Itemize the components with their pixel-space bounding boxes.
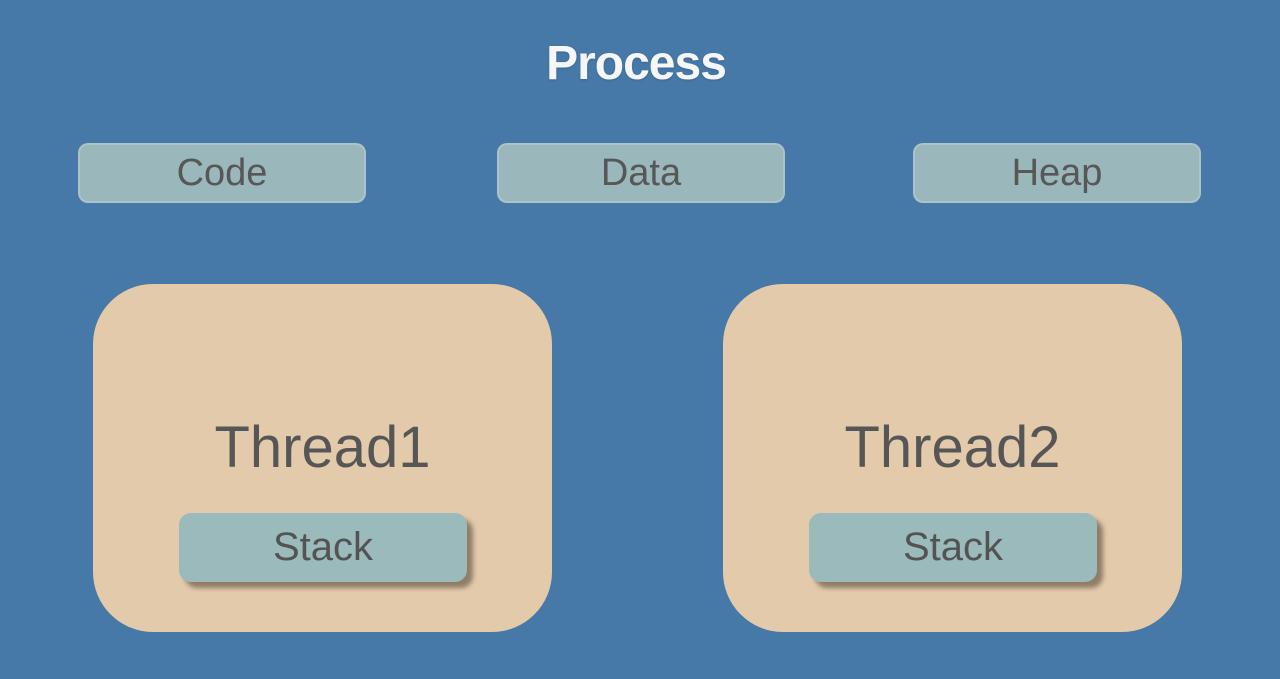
thread2-stack-label: Stack	[902, 525, 1004, 569]
data-segment-box: Data	[497, 143, 785, 203]
thread2-box: Thread2 Stack	[723, 284, 1182, 632]
thread1-box: Thread1 Stack	[93, 284, 552, 632]
thread2-label: Thread2	[844, 415, 1061, 480]
code-segment-label: Code	[176, 151, 268, 194]
thread1-label: Thread1	[214, 415, 431, 480]
thread2-stack-box: Stack	[809, 513, 1097, 582]
process-title: Process	[546, 37, 727, 90]
heap-segment-label: Heap	[1011, 151, 1103, 194]
thread1-stack-box: Stack	[179, 513, 467, 582]
heap-segment-box: Heap	[913, 143, 1201, 203]
thread1-stack-label: Stack	[272, 525, 374, 569]
data-segment-label: Data	[600, 151, 682, 194]
code-segment-box: Code	[78, 143, 366, 203]
